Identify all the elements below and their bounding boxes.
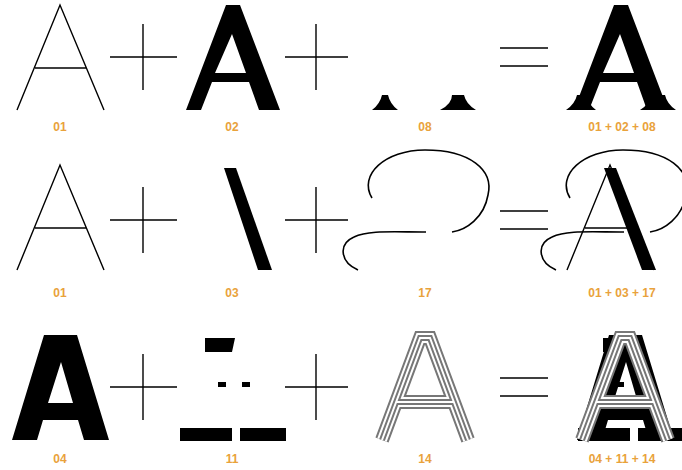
callout-number: 17 (418, 286, 431, 300)
callout-number: 04 (53, 452, 66, 466)
callout-number: 02 (225, 120, 238, 134)
callout-number: 11 (226, 452, 239, 466)
callout-number: 01 + 03 + 17 (588, 286, 655, 300)
callout-number: 03 (225, 286, 238, 300)
callout-number: 14 (418, 452, 431, 466)
callout-number: 08 (418, 120, 431, 134)
callout-number: 01 (53, 120, 66, 134)
callout-number: 04 + 11 + 14 (589, 452, 656, 466)
callout-number: 01 + 02 + 08 (588, 120, 655, 134)
callout-number: 01 (53, 286, 66, 300)
